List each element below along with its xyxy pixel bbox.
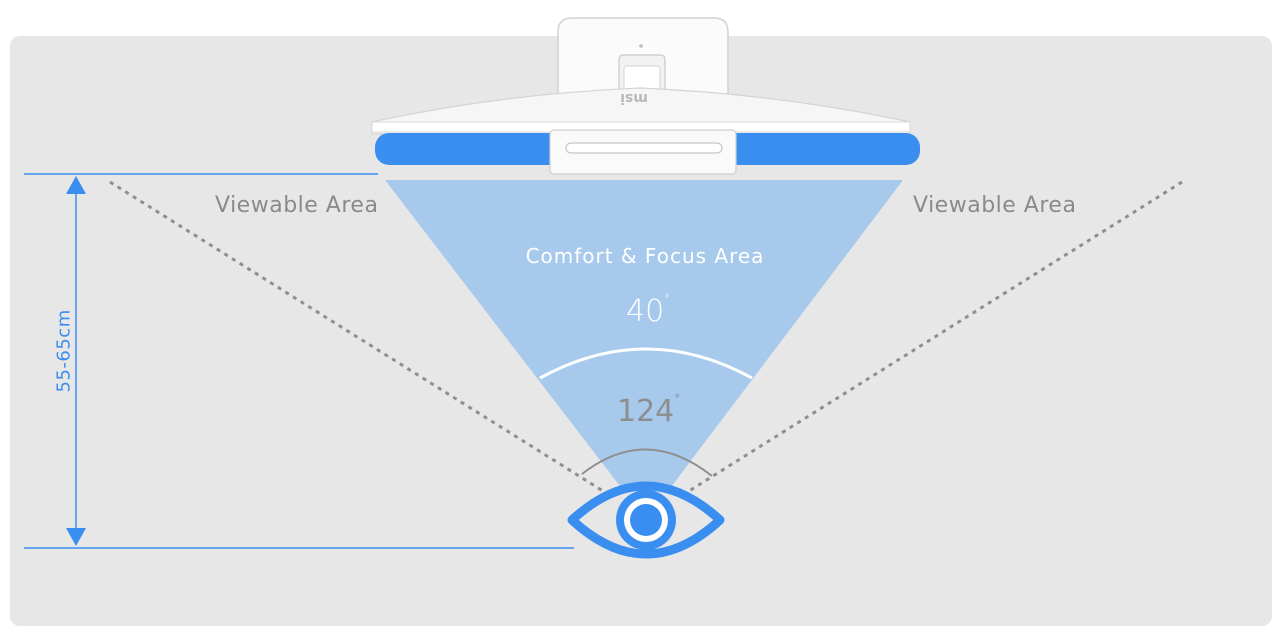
distance-label: 55-65cm [53,309,75,393]
monitor-stand [557,17,729,113]
comfort-focus-label: Comfort & Focus Area [525,244,765,268]
monitor-logo: msi [620,90,648,106]
viewable-area-right-label: Viewable Area [913,193,1077,218]
wide-angle-label: 124° [617,392,681,429]
wide-angle-arc [581,448,713,477]
viewable-boundary-right [645,180,1183,520]
narrow-angle-arc [539,347,753,380]
monitor-body: msi [371,87,911,135]
screen-bar [375,129,920,175]
narrow-angle-degree: ° [664,292,671,306]
viewable-area-left-label: Viewable Area [215,193,379,218]
wide-angle-degree: ° [674,392,681,406]
eye-icon [567,481,725,559]
wide-angle-value: 124 [617,394,675,429]
viewable-boundary-left [109,180,647,520]
narrow-angle-label: 40° [626,292,671,329]
narrow-angle-value: 40 [626,294,665,329]
distance-indicator [24,173,574,549]
